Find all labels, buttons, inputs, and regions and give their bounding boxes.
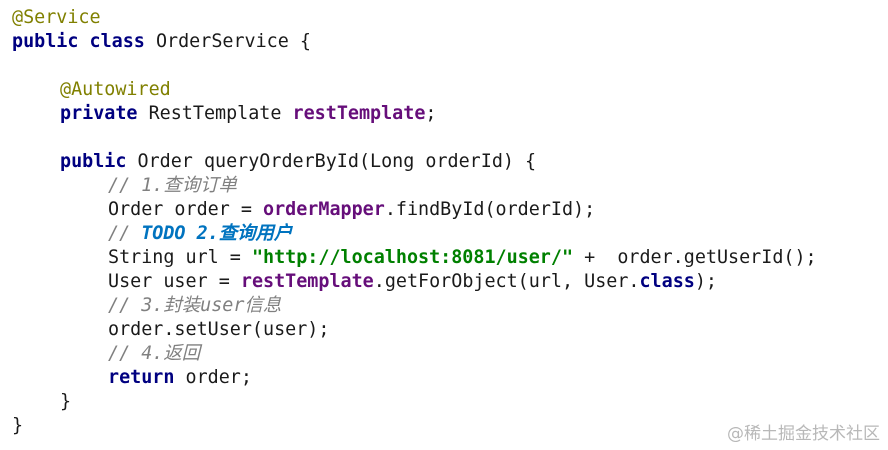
code-line-17: } [12, 390, 882, 414]
method-signature: Order queryOrderById(Long orderId) { [126, 151, 537, 172]
code-editor: @Service public class OrderService { @Au… [12, 6, 882, 438]
keyword-public: public [12, 31, 79, 52]
keyword-public: public [60, 151, 127, 172]
code-line-11: String url = "http://localhost:8081/user… [12, 246, 882, 270]
code-line-9: Order order = orderMapper.findById(order… [12, 198, 882, 222]
code-line-8: // 1.查询订单 [12, 174, 882, 198]
code-line-4: @Autowired [12, 78, 882, 102]
code-line-12: User user = restTemplate.getForObject(ur… [12, 270, 882, 294]
call-end: ); [694, 271, 718, 292]
code-line-5: private RestTemplate restTemplate; [12, 102, 882, 126]
return-value: order; [174, 367, 252, 388]
code-line-1: @Service [12, 6, 882, 30]
field-order-mapper: orderMapper [263, 199, 385, 220]
code-line-16: return order; [12, 366, 882, 390]
class-close-brace: } [12, 415, 24, 436]
keyword-class: class [639, 271, 695, 292]
comment-query-order: // 1.查询订单 [108, 175, 237, 196]
url-concat: + order.getUserId(); [573, 247, 817, 268]
order-declaration: Order order = [108, 199, 264, 220]
field-rest-template: restTemplate [292, 103, 426, 124]
todo-query-user: TODO 2.查询用户 [141, 223, 293, 244]
set-user-call: order.setUser(user); [108, 319, 330, 340]
comment-slashes: // [108, 223, 142, 244]
field-rest-template-ref: restTemplate [240, 271, 374, 292]
code-line-13: // 3.封装user信息 [12, 294, 882, 318]
watermark: @稀土掘金技术社区 [727, 424, 880, 444]
field-type: RestTemplate [137, 103, 293, 124]
comment-wrap-user: // 3.封装user信息 [108, 295, 282, 316]
code-line-7: public Order queryOrderById(Long orderId… [12, 150, 882, 174]
keyword-class: class [89, 31, 145, 52]
get-for-object-call: .getForObject(url, User. [373, 271, 640, 292]
semicolon: ; [425, 103, 437, 124]
method-close-brace: } [60, 391, 72, 412]
class-declaration: OrderService { [144, 31, 311, 52]
keyword-private: private [60, 103, 138, 124]
url-string-literal: "http://localhost:8081/user/" [251, 247, 574, 268]
comment-return: // 4.返回 [108, 343, 201, 364]
code-line-14: order.setUser(user); [12, 318, 882, 342]
find-by-id-call: .findById(orderId); [384, 199, 596, 220]
annotation-service: @Service [12, 7, 101, 28]
code-line-3 [12, 54, 882, 78]
code-line-18: } [12, 414, 882, 438]
keyword-return: return [108, 367, 175, 388]
code-line-10: // TODO 2.查询用户 [12, 222, 882, 246]
url-declaration: String url = [108, 247, 252, 268]
code-line-6 [12, 126, 882, 150]
annotation-autowired: @Autowired [60, 79, 171, 100]
code-line-15: // 4.返回 [12, 342, 882, 366]
user-declaration: User user = [108, 271, 241, 292]
code-line-2: public class OrderService { [12, 30, 882, 54]
